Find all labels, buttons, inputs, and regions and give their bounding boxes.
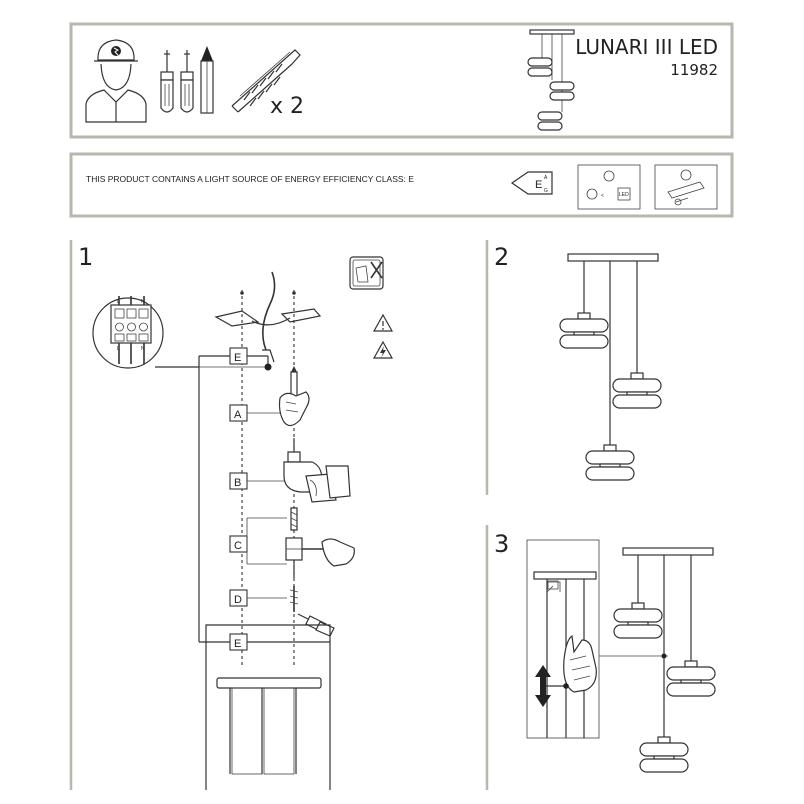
energy-notice-text: THIS PRODUCT CONTAINS A LIGHT SOURCE OF … xyxy=(86,174,414,184)
svg-text:LED: LED xyxy=(619,192,629,198)
svg-text:D: D xyxy=(234,594,242,606)
power-drill-icon xyxy=(283,438,351,503)
svg-text:E: E xyxy=(234,638,241,650)
pendant-lamp-step2 xyxy=(559,253,662,481)
svg-text:A: A xyxy=(234,409,242,421)
electric-shock-icon xyxy=(372,340,394,359)
hand-pencil-icon xyxy=(278,366,310,427)
step-3-number: 3 xyxy=(494,530,509,558)
pendant-lamp-step3 xyxy=(613,547,716,773)
energy-panel xyxy=(69,152,734,218)
warning-icon xyxy=(372,313,394,332)
svg-text:G: G xyxy=(544,188,548,194)
svg-text:L: L xyxy=(117,346,120,352)
product-code: 11982 xyxy=(670,61,718,79)
svg-text:<: < xyxy=(601,193,604,199)
hand-adjust-icon xyxy=(542,634,597,693)
energy-label-icon: E A G xyxy=(510,171,553,195)
screwdriver-icon xyxy=(180,50,194,113)
svg-text:C: C xyxy=(234,540,242,552)
replaceable-part-icon xyxy=(654,164,718,210)
canopy-assembly xyxy=(216,677,322,775)
terminal-block-detail: L N L N xyxy=(92,296,164,369)
header-panel xyxy=(69,22,734,139)
dowel-icon xyxy=(290,507,298,531)
up-down-arrow-icon xyxy=(535,665,551,707)
step-1-number: 1 xyxy=(78,243,93,271)
height-adjust-detail xyxy=(526,539,668,739)
product-thumbnail xyxy=(527,29,575,131)
svg-text:N: N xyxy=(141,346,145,352)
pencil-icon xyxy=(200,46,214,114)
led-replacement-icon: LED < xyxy=(577,164,641,210)
svg-text:E: E xyxy=(234,352,241,364)
svg-text:B: B xyxy=(234,477,241,489)
svg-text:L: L xyxy=(117,299,120,305)
no-parts-icon xyxy=(349,256,384,290)
screwdriver-icon xyxy=(160,50,174,113)
svg-text:E: E xyxy=(535,179,542,191)
svg-text:A: A xyxy=(544,175,548,181)
hammer-icon xyxy=(285,537,355,578)
wall-plug-icon xyxy=(231,49,301,113)
dowel-quantity: x 2 xyxy=(270,94,304,119)
mounting-bracket xyxy=(214,271,322,371)
callout-e-top xyxy=(229,347,248,365)
screw-icon xyxy=(289,586,299,612)
step-2-number: 2 xyxy=(494,243,509,271)
svg-text:N: N xyxy=(141,299,145,305)
product-name: LUNARI III LED xyxy=(575,35,718,59)
electrician-icon xyxy=(85,39,147,123)
